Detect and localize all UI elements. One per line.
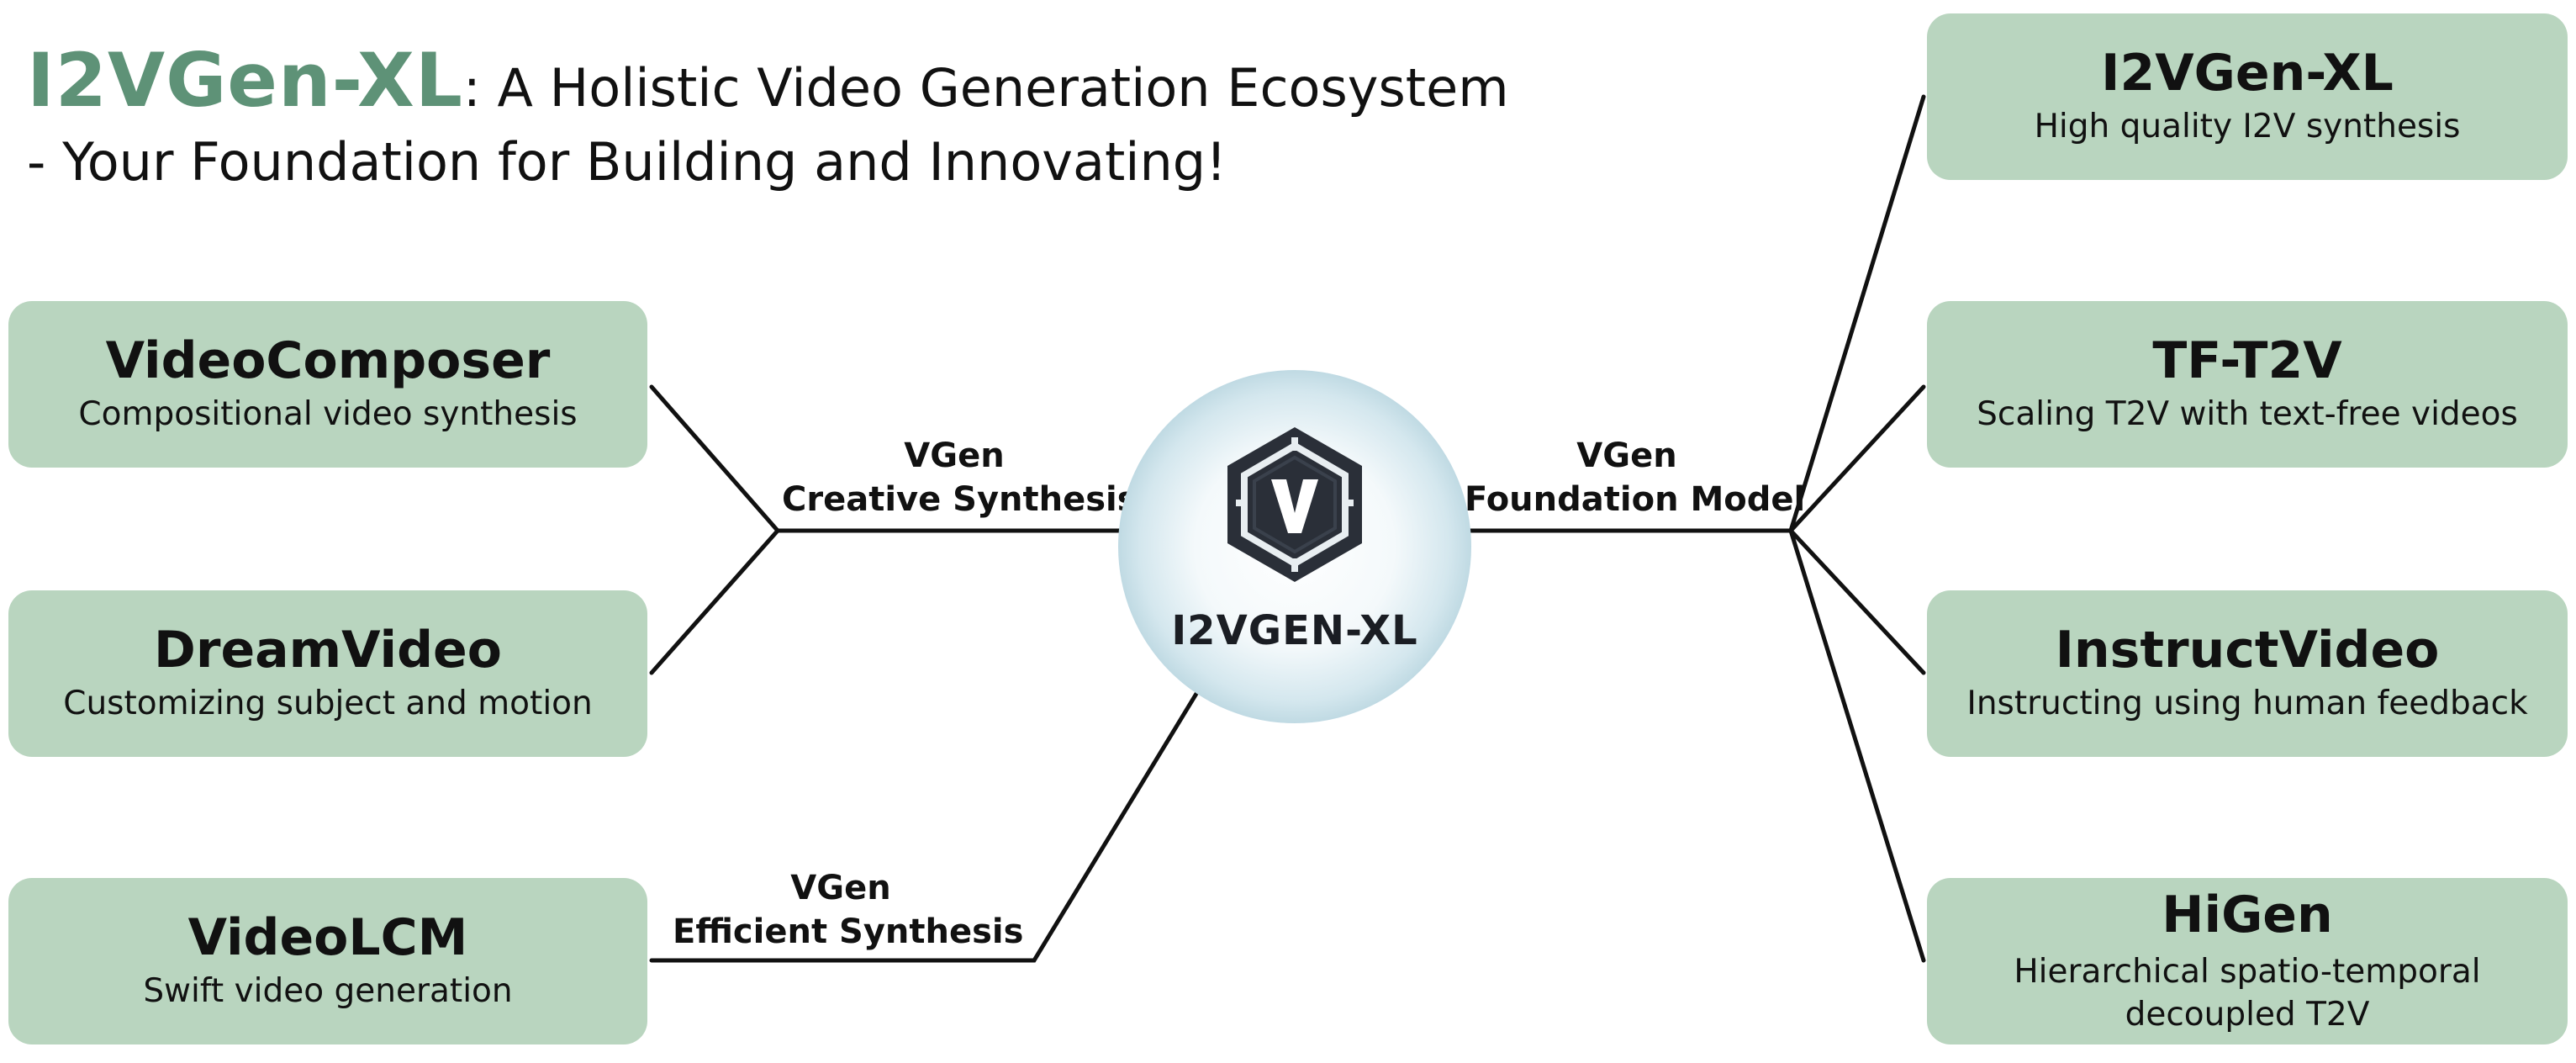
title-tagline: - Your Foundation for Building and Innov… xyxy=(27,131,1227,193)
model-name: TF-T2V xyxy=(2152,331,2342,391)
link-creative-videocomposer xyxy=(649,384,780,533)
link-efficient xyxy=(649,679,1206,963)
link-creative-dreamvideo xyxy=(649,528,780,675)
model-description: Customizing subject and motion xyxy=(63,685,593,723)
model-box-videolcm: VideoLCM Swift video generation xyxy=(8,878,647,1044)
model-box-dreamvideo: DreamVideo Customizing subject and motio… xyxy=(8,590,647,757)
model-box-tf-t2v: TF-T2V Scaling T2V with text-free videos xyxy=(1927,301,2568,468)
model-name: InstructVideo xyxy=(2055,621,2440,680)
model-description-line2: decoupled T2V xyxy=(2125,995,2370,1034)
model-name: DreamVideo xyxy=(154,621,502,680)
model-description: Compositional video synthesis xyxy=(78,395,578,434)
model-box-higen: HiGen Hierarchical spatio-temporal decou… xyxy=(1927,878,2568,1044)
model-description: Scaling T2V with text-free videos xyxy=(1977,395,2518,434)
branch-label-line2: Foundation Model xyxy=(1465,480,1806,519)
branch-label-efficient: VGen Efficient Synthesis xyxy=(673,866,1024,954)
model-name: I2VGen-XL xyxy=(2101,44,2394,103)
model-description: High quality I2V synthesis xyxy=(2034,108,2461,146)
v-hexagon-logo-icon xyxy=(1227,427,1362,582)
link-foundation-tf-t2v xyxy=(1788,384,1926,533)
title-subtitle: : A Holistic Video Generation Ecosystem xyxy=(462,57,1509,119)
model-description: Hierarchical spatio-temporal xyxy=(2014,952,2481,991)
title-brand: I2VGen-XL xyxy=(27,37,463,124)
link-foundation-instructvideo xyxy=(1788,528,1926,675)
hub-label: I2VGEN-XL xyxy=(1171,607,1418,654)
branch-label-foundation: VGen Foundation Model xyxy=(1465,434,1806,521)
diagram-title: I2VGen-XL : A Holistic Video Generation … xyxy=(27,37,1509,193)
model-name: VideoComposer xyxy=(105,331,551,391)
branch-label-line2: Efficient Synthesis xyxy=(673,912,1024,951)
branch-label-line2: Creative Synthesis xyxy=(782,480,1138,519)
branch-label-line1: VGen xyxy=(1576,436,1677,475)
model-box-instructvideo: InstructVideo Instructing using human fe… xyxy=(1927,590,2568,757)
branch-label-line1: VGen xyxy=(904,436,1005,475)
model-description: Swift video generation xyxy=(143,972,513,1011)
model-box-videocomposer: VideoComposer Compositional video synthe… xyxy=(8,301,647,468)
branch-label-creative: VGen Creative Synthesis xyxy=(782,434,1138,521)
branch-label-line1: VGen xyxy=(790,869,891,907)
link-foundation-higen xyxy=(1788,528,1926,963)
model-name: HiGen xyxy=(2162,885,2333,944)
link-foundation-i2vgen xyxy=(1788,94,1926,533)
model-box-i2vgen-xl: I2VGen-XL High quality I2V synthesis xyxy=(1927,13,2568,180)
model-description: Instructing using human feedback xyxy=(1966,685,2528,723)
model-name: VideoLCM xyxy=(187,908,468,968)
